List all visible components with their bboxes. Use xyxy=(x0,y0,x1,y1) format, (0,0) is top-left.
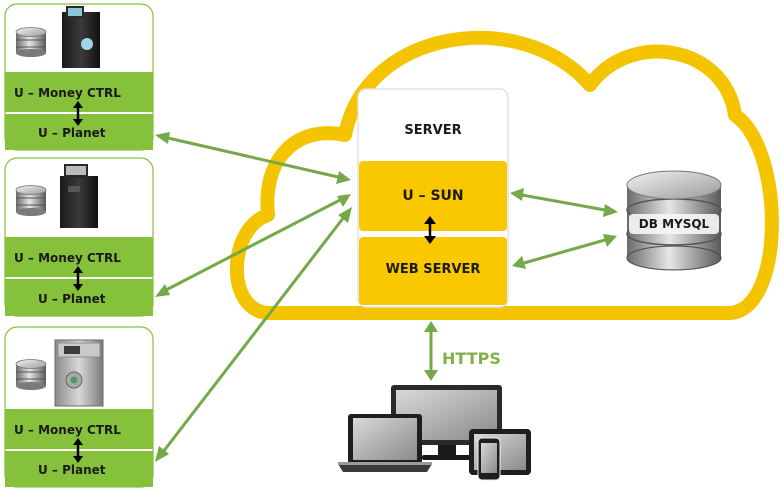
database-icon xyxy=(15,185,47,216)
database-icon xyxy=(626,170,722,271)
client-panel-1: U – Money CTRL U – Planet xyxy=(4,3,154,151)
money-ctrl-label: U – Money CTRL xyxy=(14,86,121,100)
planet-label: U – Planet xyxy=(38,292,106,306)
planet-label: U – Planet xyxy=(38,126,106,140)
client-panel-3: U – Money CTRL U – Planet xyxy=(4,326,154,488)
phone-icon xyxy=(477,437,501,481)
kiosk-machine-icon xyxy=(62,6,100,68)
database-label: DB MYSQL xyxy=(639,217,710,231)
planet-label: U – Planet xyxy=(38,463,106,477)
laptop-icon xyxy=(338,414,432,472)
webserver-box[interactable] xyxy=(359,237,507,305)
connection-arrows xyxy=(155,132,618,462)
money-planet-double-arrow xyxy=(73,101,83,126)
database-icon xyxy=(15,27,47,57)
https-label: HTTPS xyxy=(442,349,501,368)
money-planet-double-arrow xyxy=(73,266,83,291)
kiosk-machine-icon xyxy=(60,164,98,228)
database-icon xyxy=(15,359,47,390)
cloud-outline xyxy=(229,30,779,320)
usun-webserver-double-arrow xyxy=(424,216,436,244)
money-ctrl-label: U – Money CTRL xyxy=(14,423,121,437)
webserver-label: WEB SERVER xyxy=(386,262,481,277)
kiosk-machine-icon xyxy=(54,339,104,407)
server-title: SERVER xyxy=(404,123,461,138)
money-ctrl-label: U – Money CTRL xyxy=(14,251,121,265)
usun-box[interactable] xyxy=(359,161,507,231)
https-double-arrow xyxy=(424,321,438,381)
money-planet-double-arrow xyxy=(73,438,83,463)
client-panel-2: U – Money CTRL U – Planet xyxy=(4,157,154,317)
usun-label: U – SUN xyxy=(402,188,463,204)
